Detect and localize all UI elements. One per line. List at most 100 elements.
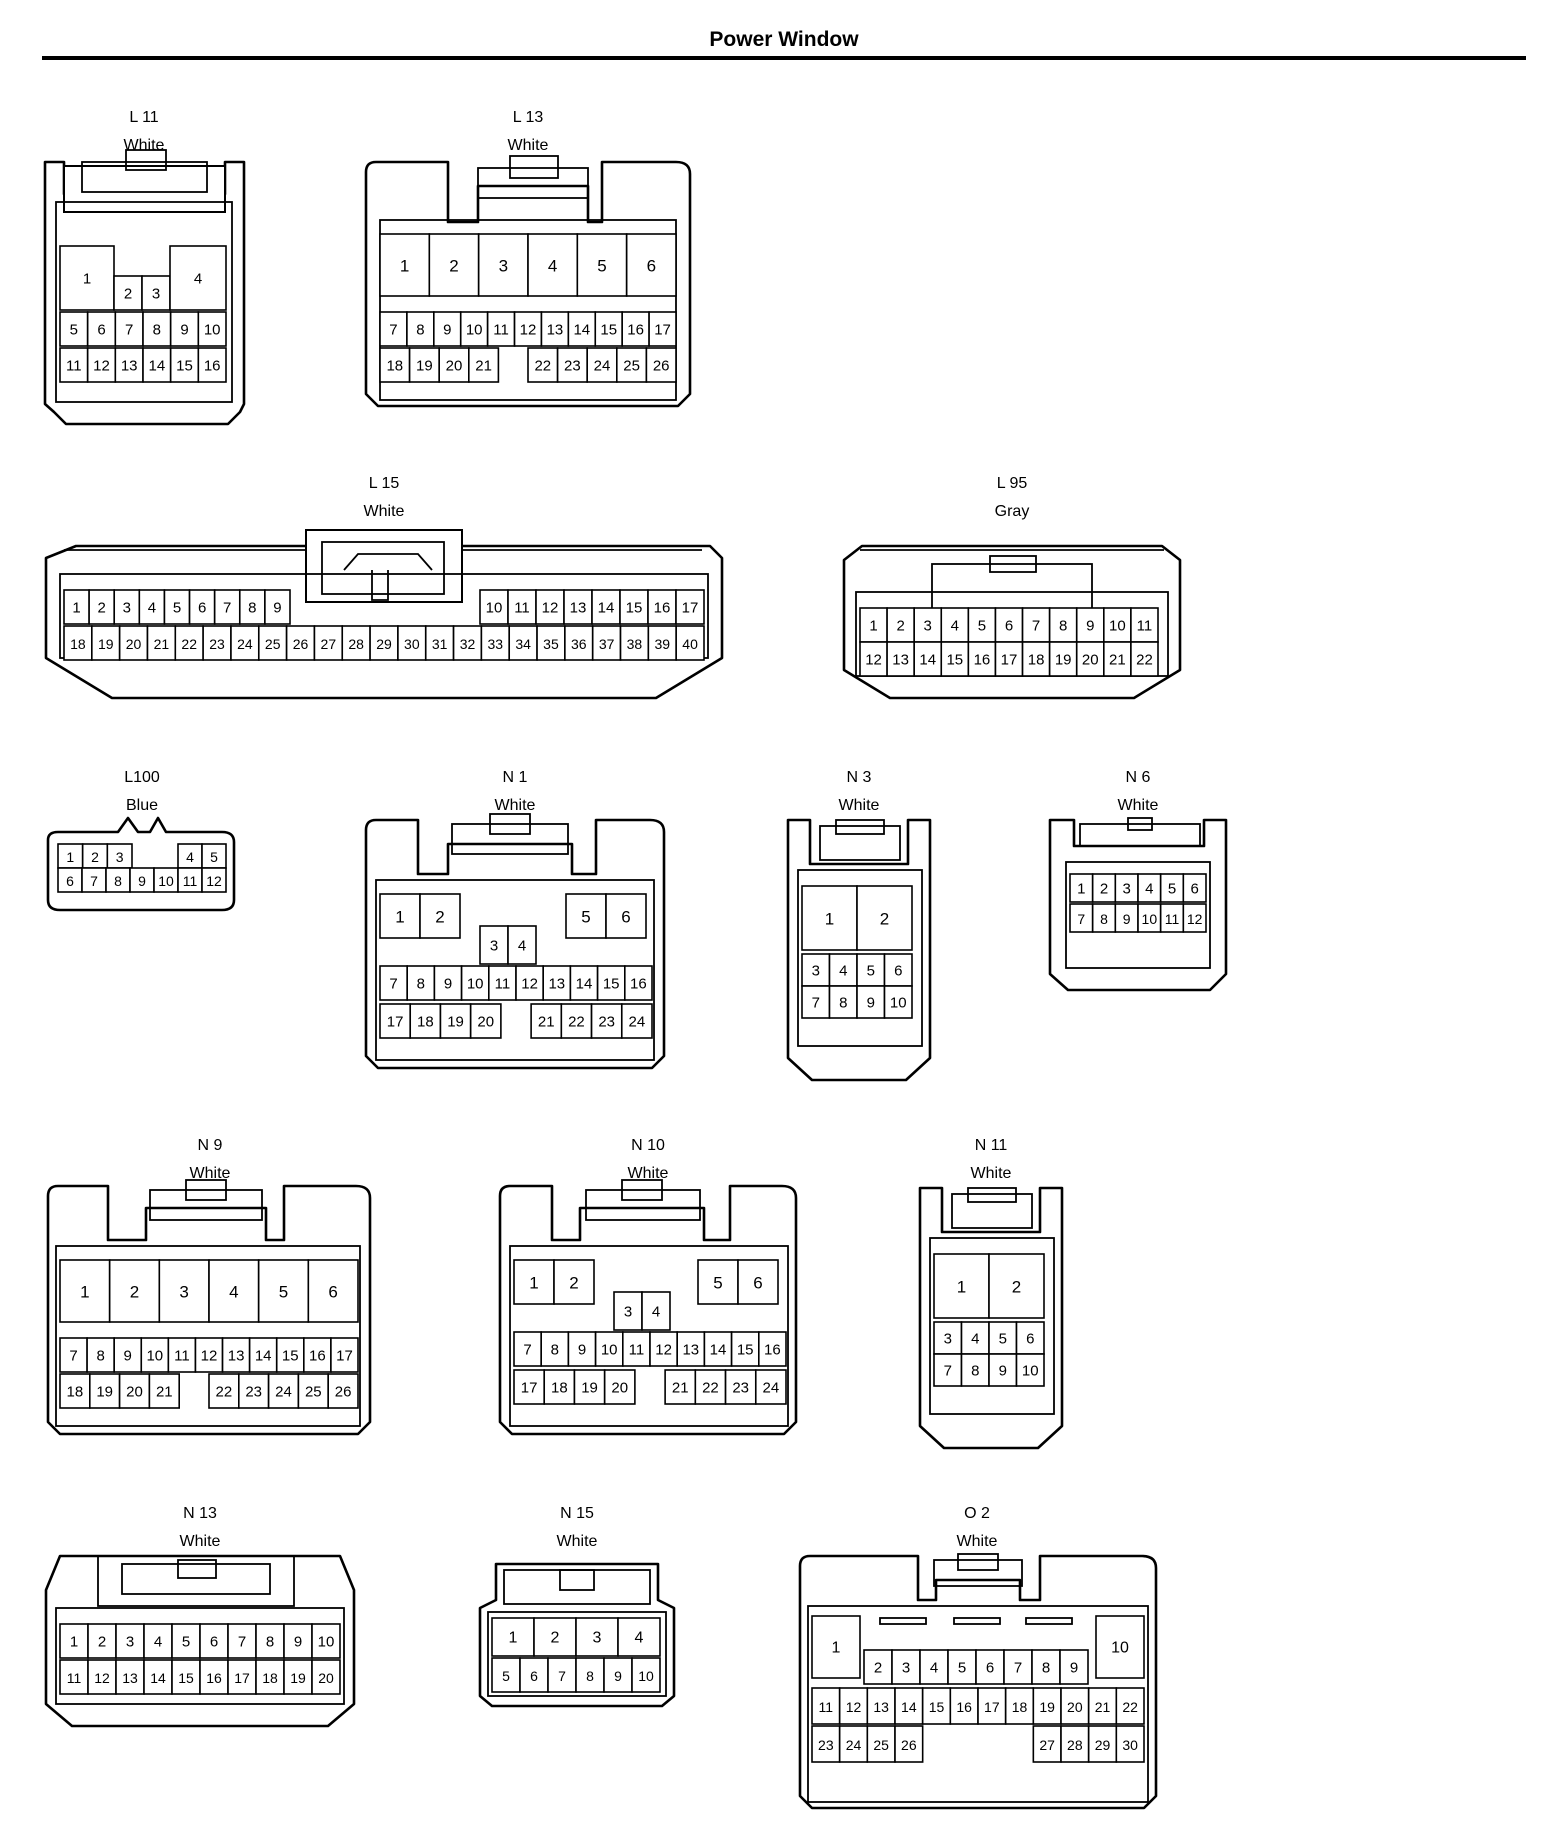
pin-24: 24 — [838, 1725, 869, 1763]
pin-2: 2 — [863, 1649, 893, 1685]
svg-text:22: 22 — [534, 358, 551, 375]
pin-11: 11 — [486, 311, 516, 347]
svg-text:5: 5 — [173, 600, 181, 617]
connector-color: White — [1117, 797, 1159, 814]
pin-33: 33 — [480, 625, 511, 661]
svg-text:16: 16 — [764, 1342, 781, 1359]
pin-19: 19 — [283, 1659, 313, 1695]
svg-text:33: 33 — [488, 636, 504, 652]
svg-text:3: 3 — [179, 1283, 188, 1302]
pin-4: 4 — [828, 953, 858, 987]
svg-text:4: 4 — [971, 1331, 979, 1348]
pin-10: 10 — [479, 589, 509, 625]
svg-text:15: 15 — [176, 358, 193, 375]
pin-6: 6 — [625, 233, 677, 297]
pin-2: 2 — [87, 1623, 117, 1659]
pin-15: 15 — [730, 1331, 760, 1367]
connector-id: L 95 — [996, 475, 1028, 492]
svg-text:13: 13 — [892, 652, 909, 669]
pin-14: 14 — [142, 347, 172, 383]
svg-text:1: 1 — [509, 1630, 518, 1647]
svg-text:2: 2 — [1012, 1278, 1021, 1297]
svg-text:12: 12 — [206, 873, 222, 889]
svg-text:17: 17 — [1001, 652, 1018, 669]
svg-text:8: 8 — [96, 1348, 104, 1365]
svg-text:5: 5 — [581, 908, 590, 927]
svg-text:3: 3 — [902, 1660, 910, 1677]
svg-text:26: 26 — [901, 1737, 917, 1753]
svg-text:4: 4 — [548, 257, 557, 276]
svg-text:20: 20 — [611, 1380, 628, 1397]
connector-id: N 15 — [560, 1505, 594, 1522]
svg-text:6: 6 — [97, 322, 105, 339]
svg-text:24: 24 — [763, 1380, 780, 1397]
svg-text:5: 5 — [502, 1668, 510, 1684]
svg-text:29: 29 — [376, 636, 392, 652]
pin-35: 35 — [536, 625, 566, 661]
svg-text:11: 11 — [66, 358, 82, 375]
pin-14: 14 — [591, 589, 621, 625]
connector-id: L 11 — [129, 109, 159, 126]
pin-3: 3 — [113, 589, 141, 625]
svg-text:18: 18 — [1012, 1699, 1028, 1715]
svg-text:13: 13 — [570, 600, 587, 617]
svg-text:8: 8 — [971, 1363, 979, 1380]
svg-text:6: 6 — [1005, 618, 1013, 635]
svg-text:24: 24 — [275, 1384, 292, 1401]
pin-25: 25 — [866, 1725, 896, 1763]
pin-7: 7 — [379, 965, 409, 1001]
pin-4: 4 — [169, 245, 227, 311]
connector-id: N 13 — [183, 1505, 217, 1522]
pin-3: 3 — [477, 233, 529, 297]
pin-23: 23 — [238, 1373, 270, 1409]
svg-text:20: 20 — [477, 1014, 494, 1031]
svg-text:23: 23 — [564, 358, 581, 375]
pin-3: 3 — [141, 275, 171, 311]
pin-18: 18 — [1004, 1687, 1035, 1725]
svg-text:10: 10 — [146, 1348, 163, 1365]
pin-27: 27 — [1032, 1725, 1062, 1763]
pin-7: 7 — [1069, 903, 1094, 933]
svg-text:8: 8 — [1100, 911, 1108, 927]
svg-text:11: 11 — [514, 600, 530, 617]
pin-11: 11 — [1159, 903, 1185, 933]
pin-3: 3 — [158, 1259, 210, 1323]
pin-19: 19 — [573, 1369, 606, 1405]
pin-3: 3 — [613, 1291, 643, 1331]
svg-text:5: 5 — [978, 618, 986, 635]
connector-id: N 3 — [846, 769, 872, 786]
svg-text:3: 3 — [126, 1634, 134, 1651]
pin-9: 9 — [129, 867, 155, 893]
pin-1: 1 — [59, 245, 115, 311]
svg-text:1: 1 — [83, 271, 91, 288]
pin-20: 20 — [1075, 641, 1105, 677]
pin-23: 23 — [811, 1725, 841, 1763]
svg-text:18: 18 — [386, 358, 403, 375]
pin-12: 12 — [859, 641, 888, 677]
pin-14: 14 — [143, 1659, 173, 1695]
svg-text:26: 26 — [293, 636, 309, 652]
svg-text:12: 12 — [542, 600, 559, 617]
pin-9: 9 — [567, 1331, 597, 1367]
pin-25: 25 — [297, 1373, 329, 1409]
svg-text:12: 12 — [655, 1342, 672, 1359]
svg-text:9: 9 — [614, 1668, 622, 1684]
svg-text:21: 21 — [475, 358, 492, 375]
pin-7: 7 — [227, 1623, 257, 1659]
pin-26: 26 — [285, 625, 316, 661]
pin-2: 2 — [88, 589, 116, 625]
svg-text:10: 10 — [204, 322, 221, 339]
pin-30: 30 — [1115, 1725, 1145, 1763]
pin-13: 13 — [221, 1337, 251, 1373]
pin-21: 21 — [148, 1373, 181, 1409]
svg-text:15: 15 — [626, 600, 643, 617]
pin-1: 1 — [57, 843, 84, 869]
connector-color: Gray — [994, 503, 1030, 520]
pin-16: 16 — [303, 1337, 332, 1373]
pin-18: 18 — [59, 1373, 91, 1409]
